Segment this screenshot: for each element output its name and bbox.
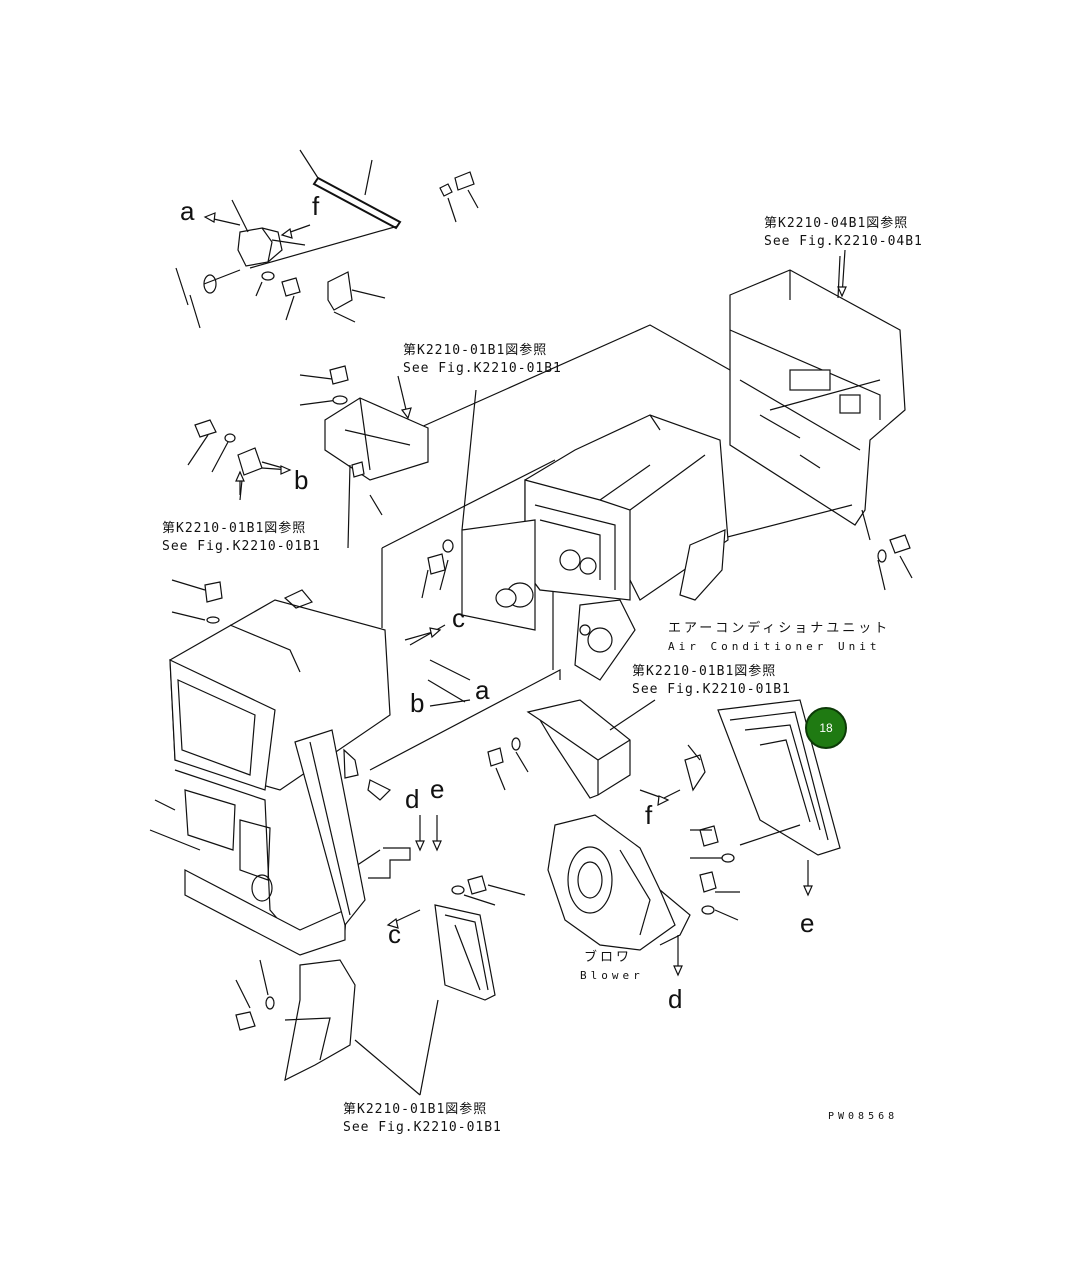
letter-a-mid: a (475, 675, 490, 705)
letter-d-bottom: d (668, 984, 683, 1014)
ref-upper-mid-jp: 第K2210-01B1図参照 (403, 343, 548, 358)
direction-arrows (203, 212, 847, 977)
ref-bottom-en: See Fig.K2210-01B1 (343, 1120, 502, 1135)
ref-left-jp: 第K2210-01B1図参照 (162, 521, 307, 536)
letter-f-top: f (312, 191, 320, 221)
air-conditioner-unit (524, 414, 729, 681)
ref-left-en: See Fig.K2210-01B1 (162, 539, 321, 554)
ref-mid-right-jp: 第K2210-01B1図参照 (632, 664, 777, 679)
letter-c-bottom: c (388, 919, 401, 949)
blower (547, 814, 801, 951)
top-bracket-assembly (175, 149, 479, 329)
letter-e-mid: e (430, 774, 445, 804)
ref-bottom-jp: 第K2210-01B1図参照 (343, 1102, 488, 1117)
letter-e-right: e (800, 908, 815, 938)
ref-mid-right-en: See Fig.K2210-01B1 (632, 682, 791, 697)
duct-parts (487, 699, 841, 856)
ac-unit-label-en: Air Conditioner Unit (668, 640, 881, 653)
letter-d-mid: d (405, 784, 420, 814)
letter-a-top: a (180, 196, 195, 226)
ac-unit-label-jp: エアーコンディショナユニット (668, 621, 891, 636)
right-bolts (861, 509, 913, 591)
letter-c-mid: c (452, 603, 465, 633)
main-frame (149, 579, 392, 956)
letter-b-left: b (294, 465, 309, 495)
blower-label-en: Blower (580, 969, 644, 982)
letter-b-mid: b (410, 688, 425, 718)
ref-upper-mid-en: See Fig.K2210-01B1 (403, 361, 562, 376)
letter-f-right: f (645, 800, 653, 830)
part-callout-18[interactable]: 18 (805, 707, 847, 749)
blower-label-jp: ブロワ (584, 950, 633, 965)
right-cab-panel (729, 255, 906, 526)
ref-top-right-en: See Fig.K2210-04B1 (764, 234, 923, 249)
drawing-code: PW08568 (828, 1111, 899, 1122)
ref-top-right-jp: 第K2210-04B1図参照 (764, 216, 909, 231)
lower-parts (235, 875, 526, 1096)
mid-plate (187, 365, 536, 646)
